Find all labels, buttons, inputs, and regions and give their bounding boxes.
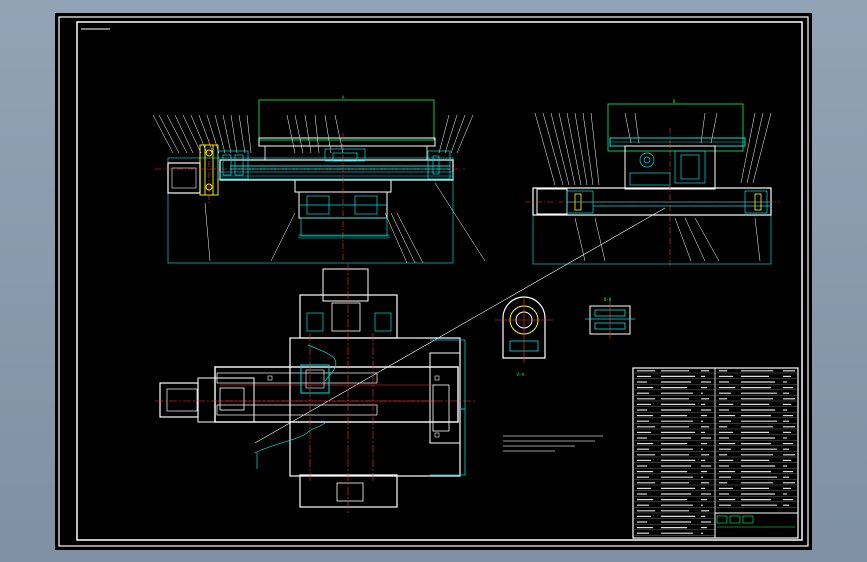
front-view-leader-box	[258, 99, 435, 141]
detail-a-label: A-A	[517, 372, 525, 377]
detail-view-b[interactable]: B-B	[585, 297, 635, 339]
front-view-frame	[167, 157, 454, 264]
svg-text:A: A	[342, 95, 345, 100]
drawing-sheet[interactable]: A	[55, 13, 812, 550]
detail-b-label: B-B	[604, 297, 612, 302]
section-leader-line	[254, 207, 666, 444]
title-block[interactable]	[714, 512, 799, 539]
outer-border	[58, 16, 809, 547]
side-view[interactable]: B	[525, 99, 780, 268]
plan-view[interactable]	[155, 263, 475, 513]
inner-border	[76, 21, 803, 541]
svg-text:B: B	[673, 99, 676, 104]
detail-view-a[interactable]: A-A	[495, 296, 553, 377]
front-view[interactable]: A	[152, 95, 486, 264]
parts-list[interactable]	[632, 367, 799, 539]
technical-requirements	[503, 435, 603, 452]
side-view-leader-box	[607, 103, 744, 152]
side-view-frame	[532, 187, 772, 265]
drawing-canvas: A	[58, 16, 809, 547]
